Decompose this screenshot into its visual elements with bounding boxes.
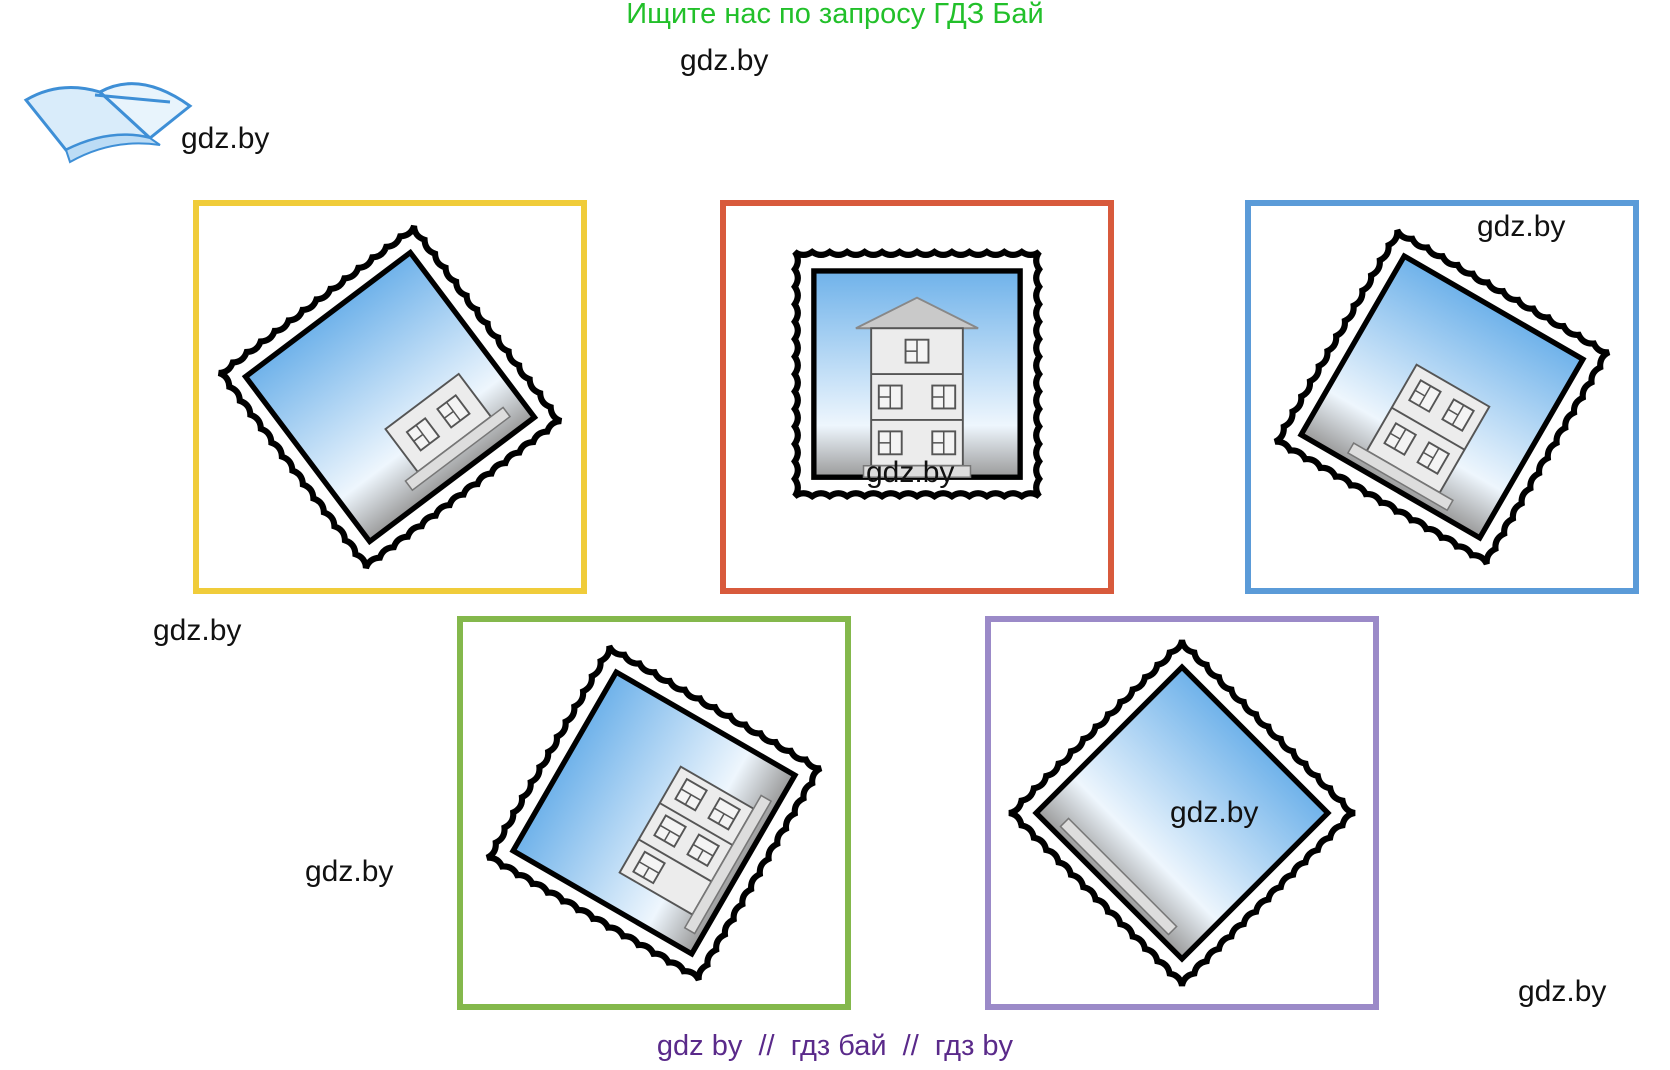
stamp-tilted-four-windows bbox=[1273, 228, 1611, 566]
frame-red bbox=[720, 200, 1114, 594]
watermark: gdz.by bbox=[305, 855, 394, 888]
watermark: gdz.by bbox=[1170, 796, 1259, 829]
open-book-pen-icon bbox=[23, 82, 193, 164]
stamp-sideways-six-windows bbox=[485, 644, 823, 982]
stamp-ground-only bbox=[1008, 639, 1356, 987]
watermark: gdz.by bbox=[153, 614, 242, 647]
stamp-three-floor-house bbox=[791, 248, 1043, 501]
search-hint: Ищите нас по запросу ГДЗ Бай bbox=[626, 0, 1044, 30]
footer-links: gdz by // гдз бай // гдз by bbox=[656, 1030, 1014, 1062]
frame-green bbox=[457, 616, 851, 1010]
watermark: gdz.by bbox=[1518, 975, 1607, 1008]
watermark: gdz.by bbox=[866, 456, 955, 489]
watermark: gdz.by bbox=[181, 122, 270, 155]
frame-purple bbox=[985, 616, 1379, 1010]
watermark: gdz.by bbox=[1477, 210, 1566, 243]
frame-blue bbox=[1245, 200, 1639, 594]
watermark: gdz.by bbox=[680, 44, 769, 77]
frame-yellow bbox=[193, 200, 587, 594]
stamp-tilted-two-windows bbox=[217, 224, 563, 570]
